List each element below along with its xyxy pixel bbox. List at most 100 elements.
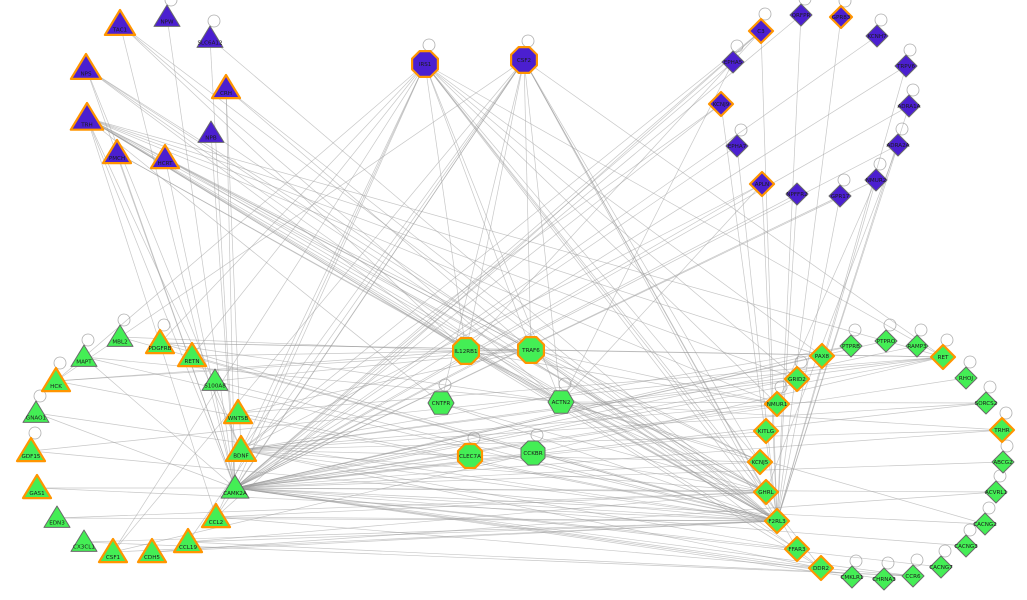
node-NMUR2[interactable]: NMUR2 bbox=[864, 168, 888, 192]
diamond-node-shape[interactable] bbox=[808, 342, 836, 370]
triangle-node-shape[interactable] bbox=[69, 52, 103, 81]
node-PAX8[interactable]: PAX8 bbox=[808, 342, 836, 370]
triangle-node-shape[interactable] bbox=[106, 324, 134, 347]
node-APLN[interactable]: APLN bbox=[748, 170, 776, 198]
node-NPS[interactable]: NPS bbox=[69, 52, 103, 81]
diamond-node-shape[interactable] bbox=[973, 512, 997, 536]
diamond-node-shape[interactable] bbox=[872, 567, 896, 591]
triangle-node-shape[interactable] bbox=[144, 328, 176, 355]
diamond-node-shape[interactable] bbox=[707, 90, 735, 118]
node-EPHA7[interactable]: EPHA7 bbox=[725, 134, 749, 158]
node-CCR6[interactable]: CCR6 bbox=[901, 564, 925, 588]
octagon-node-shape[interactable] bbox=[411, 49, 439, 79]
node-CLEC7A[interactable]: CLEC7A bbox=[456, 442, 484, 470]
node-GNAO1[interactable]: GNAO1 bbox=[22, 400, 50, 423]
node-FFAR3[interactable]: FFAR3 bbox=[783, 535, 811, 563]
octagon-node-shape[interactable] bbox=[520, 440, 546, 466]
node-SLC6A12[interactable]: SLC6A12 bbox=[196, 25, 224, 48]
diamond-node-shape[interactable] bbox=[865, 24, 889, 48]
diamond-node-shape[interactable] bbox=[752, 478, 780, 506]
node-GPR17[interactable]: GPR17 bbox=[828, 184, 852, 208]
triangle-node-shape[interactable] bbox=[103, 8, 137, 37]
triangle-node-shape[interactable] bbox=[22, 400, 50, 423]
diamond-node-shape[interactable] bbox=[828, 4, 854, 30]
node-IRS1[interactable]: IRS1 bbox=[411, 49, 439, 79]
node-CACNG7[interactable]: CACNG7 bbox=[929, 555, 953, 579]
diamond-node-shape[interactable] bbox=[747, 17, 775, 45]
hexagon-node-shape[interactable] bbox=[427, 391, 455, 415]
diamond-node-shape[interactable] bbox=[874, 329, 898, 353]
node-C3[interactable]: C3 bbox=[747, 17, 775, 45]
diamond-node-shape[interactable] bbox=[988, 416, 1016, 444]
triangle-node-shape[interactable] bbox=[21, 473, 53, 500]
diamond-node-shape[interactable] bbox=[748, 170, 776, 198]
node-GRID2[interactable]: GRID2 bbox=[783, 365, 811, 393]
node-CX3CL1[interactable]: CX3CL1 bbox=[70, 529, 98, 552]
node-EDN3[interactable]: EDN3 bbox=[43, 505, 71, 528]
diamond-node-shape[interactable] bbox=[840, 565, 864, 589]
octagon-node-shape[interactable] bbox=[452, 337, 480, 365]
triangle-node-shape[interactable] bbox=[222, 398, 254, 425]
node-WNT5B[interactable]: WNT5B bbox=[222, 398, 254, 425]
triangle-node-shape[interactable] bbox=[197, 120, 225, 143]
diamond-node-shape[interactable] bbox=[894, 54, 918, 78]
diamond-node-shape[interactable] bbox=[839, 334, 863, 358]
triangle-node-shape[interactable] bbox=[200, 502, 232, 529]
diamond-node-shape[interactable] bbox=[905, 334, 929, 358]
triangle-node-shape[interactable] bbox=[69, 101, 105, 131]
triangle-node-shape[interactable] bbox=[201, 368, 229, 391]
node-ADRA1A[interactable]: ADRA1A bbox=[897, 94, 921, 118]
node-CNTFR[interactable]: CNTFR bbox=[427, 391, 455, 415]
node-GDF15[interactable]: GDF15 bbox=[15, 436, 47, 463]
diamond-node-shape[interactable] bbox=[954, 534, 978, 558]
node-TRH[interactable]: TRH bbox=[69, 101, 105, 131]
node-ABCG2[interactable]: ABCG2 bbox=[991, 450, 1015, 474]
node-DDR2[interactable]: DDR2 bbox=[807, 554, 835, 582]
diamond-node-shape[interactable] bbox=[725, 134, 749, 158]
diamond-node-shape[interactable] bbox=[974, 391, 998, 415]
triangle-node-shape[interactable] bbox=[15, 436, 47, 463]
triangle-node-shape[interactable] bbox=[224, 434, 258, 462]
diamond-node-shape[interactable] bbox=[783, 535, 811, 563]
node-TRPV6[interactable]: TRPV6 bbox=[894, 54, 918, 78]
diamond-node-shape[interactable] bbox=[807, 554, 835, 582]
diamond-node-shape[interactable] bbox=[901, 564, 925, 588]
node-TRAF6[interactable]: TRAF6 bbox=[516, 336, 546, 364]
triangle-node-shape[interactable] bbox=[220, 474, 250, 499]
node-PTPRO[interactable]: PTPRO bbox=[874, 329, 898, 353]
node-PMCH[interactable]: PMCH bbox=[101, 138, 133, 165]
node-SORCS2[interactable]: SORCS2 bbox=[974, 391, 998, 415]
node-GAS1[interactable]: GAS1 bbox=[21, 473, 53, 500]
octagon-node-shape[interactable] bbox=[516, 336, 546, 364]
diamond-node-shape[interactable] bbox=[785, 182, 809, 206]
node-TAC1[interactable]: TAC1 bbox=[103, 8, 137, 37]
diamond-node-shape[interactable] bbox=[828, 184, 852, 208]
triangle-node-shape[interactable] bbox=[43, 505, 71, 528]
node-F2RL3[interactable]: F2RL3 bbox=[763, 507, 791, 535]
node-IL12RB1[interactable]: IL12RB1 bbox=[452, 337, 480, 365]
triangle-node-shape[interactable] bbox=[153, 4, 181, 27]
node-ACVRL1[interactable]: ACVRL1 bbox=[984, 480, 1008, 504]
node-ADRA2A[interactable]: ADRA2A bbox=[886, 133, 910, 157]
octagon-node-shape[interactable] bbox=[456, 442, 484, 470]
hexagon-node-shape[interactable] bbox=[547, 390, 575, 414]
node-GPR83[interactable]: GPR83 bbox=[828, 4, 854, 30]
node-CACNG3[interactable]: CACNG3 bbox=[954, 534, 978, 558]
diamond-node-shape[interactable] bbox=[752, 417, 780, 445]
triangle-node-shape[interactable] bbox=[210, 73, 242, 100]
triangle-node-shape[interactable] bbox=[196, 25, 224, 48]
node-CCL19[interactable]: CCL19 bbox=[172, 527, 204, 554]
node-RET[interactable]: RET bbox=[929, 343, 957, 371]
node-S100A8[interactable]: S100A8 bbox=[201, 368, 229, 391]
diamond-node-shape[interactable] bbox=[763, 507, 791, 535]
triangle-node-shape[interactable] bbox=[101, 138, 133, 165]
node-PTPRB[interactable]: PTPRB bbox=[839, 334, 863, 358]
triangle-node-shape[interactable] bbox=[176, 341, 208, 368]
diamond-node-shape[interactable] bbox=[721, 50, 745, 74]
triangle-node-shape[interactable] bbox=[40, 366, 72, 393]
diamond-node-shape[interactable] bbox=[746, 448, 774, 476]
node-CCKBR[interactable]: CCKBR bbox=[520, 440, 546, 466]
diamond-node-shape[interactable] bbox=[789, 3, 813, 27]
diamond-node-shape[interactable] bbox=[897, 94, 921, 118]
